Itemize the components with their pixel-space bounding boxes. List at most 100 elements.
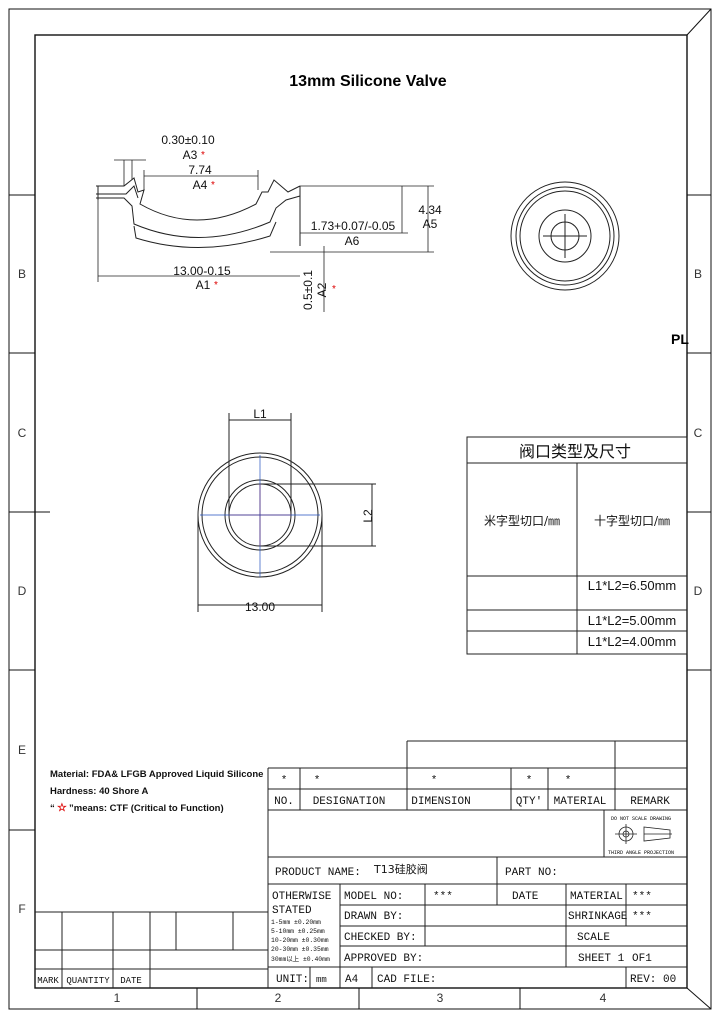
dim-l1: L1 bbox=[253, 407, 267, 421]
bom-col-material: MATERIAL bbox=[554, 796, 607, 808]
bom-col-remark: REMARK bbox=[630, 796, 670, 808]
stated-label: STATED bbox=[272, 905, 312, 917]
dim-l2: L2 bbox=[361, 509, 375, 523]
tol-3: 10-20mm ±0.30mm bbox=[271, 937, 329, 944]
sheet-of: OF1 bbox=[632, 953, 652, 965]
col-2: 2 bbox=[275, 991, 282, 1005]
tol-2: 5-10mm ±0.25mm bbox=[271, 928, 325, 935]
bom-col-dimension: DIMENSION bbox=[411, 796, 470, 808]
title-block-grid bbox=[35, 740, 687, 988]
bom-star-no: * bbox=[281, 775, 288, 787]
dim-a1-star: * bbox=[214, 280, 218, 291]
tol-1: 1-5mm ±0.20mm bbox=[271, 919, 321, 926]
shrinkage-label: SHRINKAGE bbox=[568, 911, 628, 923]
note-ctf: ”means: CTF (Critical to Function) bbox=[69, 803, 224, 814]
dim-a6-value: 1.73+0.07/-0.05 bbox=[311, 219, 396, 233]
zone-c-left: C bbox=[18, 426, 27, 440]
dim-a2-value: 0.5±0.1 bbox=[301, 270, 315, 310]
dim-a3-star: * bbox=[201, 150, 205, 161]
part-no-label: PART NO: bbox=[505, 867, 558, 879]
zone-b-right: B bbox=[694, 267, 702, 281]
checked-by-label: CHECKED BY: bbox=[344, 932, 417, 944]
bom-star-qty: * bbox=[526, 775, 533, 787]
zone-labels: B B C C D D E F 1 2 3 4 bbox=[18, 267, 703, 1005]
rev-date: DATE bbox=[120, 976, 142, 986]
dim-a2-label: A2 bbox=[315, 282, 329, 297]
unit-label: UNIT: bbox=[276, 974, 309, 986]
dim-a4-value: 7.74 bbox=[188, 163, 212, 177]
dim-a2-star: * bbox=[332, 284, 336, 295]
cut-row-2: L1*L2=5.00mm bbox=[588, 613, 677, 628]
material-label: MATERIAL bbox=[570, 891, 623, 903]
zone-c-right: C bbox=[694, 426, 703, 440]
rev-quantity: QUANTITY bbox=[66, 976, 110, 986]
dim-a1-value: 13.00-0.15 bbox=[173, 264, 231, 278]
material-value: *** bbox=[632, 891, 652, 903]
note-ctf-star: ☆ bbox=[57, 802, 67, 814]
dim-a1-label: A1 bbox=[196, 278, 211, 292]
zone-b-left: B bbox=[18, 267, 26, 281]
date-label: DATE bbox=[512, 891, 539, 903]
dim-a6-label: A6 bbox=[345, 234, 360, 248]
note-material: Material: FDA& LFGB Approved Liquid Sili… bbox=[50, 769, 263, 780]
rev-mark: MARK bbox=[37, 976, 59, 986]
dim-a5-value: 4.34 bbox=[418, 203, 442, 217]
otherwise-label: OTHERWISE bbox=[272, 891, 332, 903]
cut-type-cross: 十字型切口/㎜ bbox=[594, 513, 670, 528]
section-dimension-lines bbox=[97, 159, 434, 312]
drawing-title: 13mm Silicone Valve bbox=[289, 73, 447, 90]
zone-d-right: D bbox=[694, 584, 703, 598]
top-view bbox=[510, 181, 620, 291]
bom-col-no: NO. bbox=[274, 796, 294, 808]
dim-a3-value: 0.30±0.10 bbox=[161, 133, 215, 147]
dim-a4-star: * bbox=[211, 180, 215, 191]
drawn-by-label: DRAWN BY: bbox=[344, 911, 403, 923]
bom-star-designation: * bbox=[314, 775, 321, 787]
title-block-text: PRODUCT NAME: T13硅胶阀 PART NO: OTHERWISE … bbox=[271, 862, 676, 986]
dim-a4-label: A4 bbox=[193, 178, 208, 192]
projection-note: DO NOT SCALE DRAWING bbox=[611, 816, 671, 822]
rev-label: REV: 00 bbox=[630, 974, 676, 986]
col-3: 3 bbox=[437, 991, 444, 1005]
unit-value: mm bbox=[316, 975, 327, 985]
bom-text: * * * * * NO. DESIGNATION DIMENSION QTY'… bbox=[274, 775, 670, 808]
sheet-label: SHEET 1 bbox=[578, 953, 625, 965]
sheet-size: A4 bbox=[345, 974, 359, 986]
dim-diameter: 13.00 bbox=[245, 600, 275, 614]
cad-file-label: CAD FILE: bbox=[377, 974, 436, 986]
projection-label: THIRD ANGLE PROJECTION bbox=[608, 850, 674, 856]
slit-view bbox=[197, 413, 376, 612]
scale-label: SCALE bbox=[577, 932, 610, 944]
revision-block-text: MARK QUANTITY DATE bbox=[37, 976, 142, 986]
partial-pl-label: PL bbox=[671, 331, 689, 347]
cut-row-3: L1*L2=4.00mm bbox=[588, 634, 677, 649]
dim-a5-label: A5 bbox=[423, 217, 438, 231]
cut-row-1: L1*L2=6.50mm bbox=[588, 578, 677, 593]
dim-a3-label: A3 bbox=[183, 148, 198, 162]
sheet-frame bbox=[8, 8, 712, 1010]
col-4: 4 bbox=[600, 991, 607, 1005]
cut-table-title: 阀口类型及尺寸 bbox=[519, 442, 631, 461]
projection-symbol bbox=[615, 824, 672, 844]
note-ctf-open: “ bbox=[50, 803, 55, 814]
section-dimension-text: 0.30±0.10 A3 * 7.74 A4 * 4.34 A5 1.73+0.… bbox=[161, 133, 442, 310]
model-no-value: *** bbox=[433, 891, 453, 903]
slit-blue-lines bbox=[200, 455, 320, 577]
tol-4: 20-30mm ±0.35mm bbox=[271, 946, 329, 953]
zone-f-left: F bbox=[18, 902, 25, 916]
col-1: 1 bbox=[114, 991, 121, 1005]
zone-e-left: E bbox=[18, 743, 26, 757]
product-name-label: PRODUCT NAME: bbox=[275, 867, 361, 879]
zone-d-left: D bbox=[18, 584, 27, 598]
notes: Material: FDA& LFGB Approved Liquid Sili… bbox=[50, 769, 263, 814]
note-hardness: Hardness: 40 Shore A bbox=[50, 786, 149, 797]
model-no-label: MODEL NO: bbox=[344, 891, 403, 903]
cut-type-table bbox=[466, 436, 688, 655]
shrinkage-value: *** bbox=[632, 911, 652, 923]
bom-star-material: * bbox=[565, 775, 572, 787]
approved-by-label: APPROVED BY: bbox=[344, 953, 423, 965]
slit-dimension-text: L1 L2 13.00 bbox=[245, 407, 375, 614]
cut-type-table-text: 阀口类型及尺寸 米字型切口/㎜ 十字型切口/㎜ L1*L2=6.50mm L1*… bbox=[484, 442, 676, 649]
bom-star-dimension: * bbox=[431, 775, 438, 787]
